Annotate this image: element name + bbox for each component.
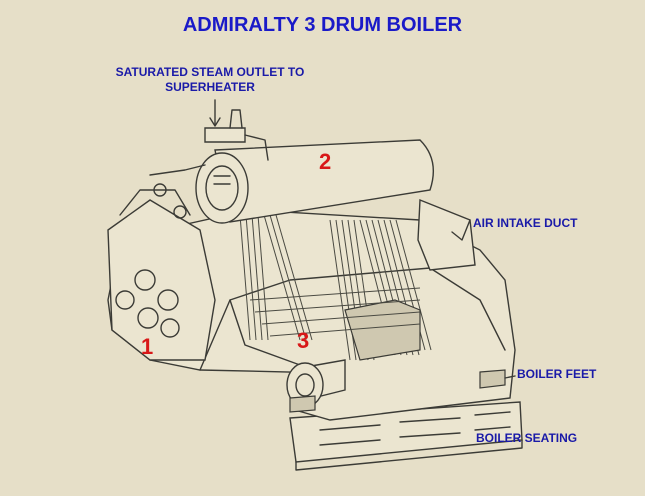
air-intake-label: AIR INTAKE DUCT [473, 216, 578, 230]
steam-outlet-drawing [149, 99, 269, 219]
steam-drum-drawing [195, 139, 434, 224]
left-drum-end-drawing [107, 189, 216, 361]
boiler-feet-label: BOILER FEET [517, 367, 597, 381]
diagram-title: ADMIRALTY 3 DRUM BOILER [182, 14, 463, 36]
drum-number-2: 2 [319, 149, 332, 174]
drum-number-1: 1 [141, 334, 154, 359]
furnace-floor-drawing [249, 287, 421, 337]
drum-number-3: 3 [297, 328, 310, 353]
boiler-feet-drawing [289, 369, 516, 413]
steam-outlet-label-line2: SUPERHEATER [165, 80, 255, 94]
steam-outlet-label: SATURATED STEAM OUTLET TO SUPERHEATER [100, 65, 320, 95]
air-intake-duct-drawing [417, 198, 476, 271]
steam-outlet-label-line1: SATURATED STEAM OUTLET TO [115, 65, 305, 79]
superheater-drawing [344, 299, 421, 361]
tube-bank-left [239, 214, 313, 341]
boiler-seating-label: BOILER SEATING [476, 431, 578, 445]
